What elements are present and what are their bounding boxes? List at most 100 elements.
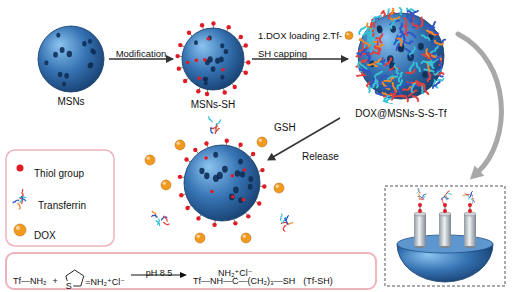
pore xyxy=(82,41,86,46)
dox-molecule xyxy=(241,233,251,243)
thiol-group xyxy=(203,58,207,62)
protein-ribbon xyxy=(421,18,423,27)
pore xyxy=(58,72,62,78)
protein-ribbon xyxy=(380,34,382,43)
protein-ribbon xyxy=(22,190,23,196)
protein-ribbon xyxy=(432,41,434,50)
legend-text-holder: DOX xyxy=(34,225,56,243)
dox-molecule xyxy=(345,32,353,40)
protein-ribbon xyxy=(356,74,366,77)
thiol-group xyxy=(223,90,227,94)
protein-ribbon xyxy=(428,73,431,81)
thiol-group xyxy=(175,54,179,58)
thiol-group xyxy=(233,221,237,225)
thiol-group xyxy=(197,77,201,81)
protein-ribbon xyxy=(392,91,395,100)
legend-text-holder: Thiol group xyxy=(34,163,84,181)
protein-ribbon xyxy=(371,78,374,87)
highlight xyxy=(197,235,201,239)
highlight xyxy=(16,226,20,230)
thiol-group xyxy=(242,198,246,202)
protein-ribbon xyxy=(375,72,383,78)
pore xyxy=(64,73,69,79)
protein-ribbon xyxy=(422,61,431,64)
thiol-group xyxy=(186,61,190,65)
arrowhead xyxy=(267,153,276,161)
thiol-group xyxy=(468,209,472,213)
protein-ribbon xyxy=(408,33,416,38)
iminium-text-holder: =NH₂⁺Cl⁻ xyxy=(85,271,125,289)
protein-ribbon xyxy=(442,199,443,204)
thiol-group xyxy=(227,25,231,29)
pore xyxy=(56,33,60,38)
thiol-group xyxy=(204,156,208,160)
thiol-group xyxy=(251,152,255,156)
pore xyxy=(199,168,204,174)
protein-ribbon xyxy=(405,26,407,35)
protein-ribbon xyxy=(433,56,442,60)
protein-ribbon xyxy=(400,23,402,32)
protein-ribbon xyxy=(431,46,438,52)
plus-sign-holder: + xyxy=(53,270,58,288)
thiol-group xyxy=(238,143,242,147)
pore xyxy=(62,81,66,86)
pore xyxy=(44,60,48,65)
protein-ribbon xyxy=(444,197,448,199)
silica-sphere xyxy=(184,145,260,221)
thiol-group xyxy=(244,43,248,47)
reactant-text: Tf—NH₂ xyxy=(13,276,47,286)
thiol-group xyxy=(418,209,422,213)
pore xyxy=(238,159,243,165)
pore xyxy=(89,62,93,67)
thiol-group xyxy=(195,59,199,63)
protein-ribbon xyxy=(465,194,469,196)
pore xyxy=(220,75,224,80)
protein-ribbon xyxy=(411,84,415,93)
pore xyxy=(224,49,228,54)
legend-text: Thiol group xyxy=(34,168,84,179)
protein-ribbon xyxy=(447,193,452,194)
protein-ribbon xyxy=(281,214,282,220)
protein-ribbon xyxy=(217,120,221,125)
protein-ribbon xyxy=(446,191,449,194)
pore xyxy=(240,171,245,177)
protein-ribbon xyxy=(438,79,447,81)
pore xyxy=(377,27,382,34)
process-label-holder: Release xyxy=(302,146,339,164)
thiol-group xyxy=(225,139,229,143)
protein-ribbon xyxy=(394,95,404,98)
protein-ribbon xyxy=(158,219,160,225)
highlight xyxy=(147,157,151,161)
pore xyxy=(60,47,65,53)
particle-label: DOX@MSNs-S-S-Tf xyxy=(352,108,450,120)
thiol-group xyxy=(204,141,208,145)
protein-ribbon xyxy=(416,63,420,71)
thiol-group xyxy=(243,168,247,172)
protein-ribbon xyxy=(397,44,403,50)
protein-ribbon xyxy=(432,56,441,59)
pore xyxy=(67,51,72,58)
thiol-group xyxy=(443,209,447,213)
pore xyxy=(418,43,424,50)
pore xyxy=(422,71,428,78)
dox-molecule xyxy=(161,180,171,190)
protein-ribbon xyxy=(411,13,413,22)
highlight xyxy=(276,185,280,189)
protein-ribbon xyxy=(422,54,430,59)
legend-text: DOX xyxy=(34,230,56,241)
step-label-holder: 1.DOX loading 2.Tf-SH capping xyxy=(258,25,342,61)
product-name-holder: (Tf-SH) xyxy=(303,270,333,288)
protein-ribbon xyxy=(417,189,419,193)
legend-swatch xyxy=(17,165,24,172)
thiol-group xyxy=(177,66,181,70)
protein-ribbon xyxy=(413,96,419,102)
thiol-group xyxy=(211,21,215,25)
protein-ribbon xyxy=(388,5,389,15)
protein-ribbon xyxy=(397,38,402,45)
plus-sign: + xyxy=(53,276,58,286)
pore xyxy=(88,39,92,44)
ring-atom: S xyxy=(66,281,72,291)
thiol-group xyxy=(231,174,235,178)
silica-sphere xyxy=(358,13,444,99)
protein-ribbon xyxy=(382,86,391,89)
